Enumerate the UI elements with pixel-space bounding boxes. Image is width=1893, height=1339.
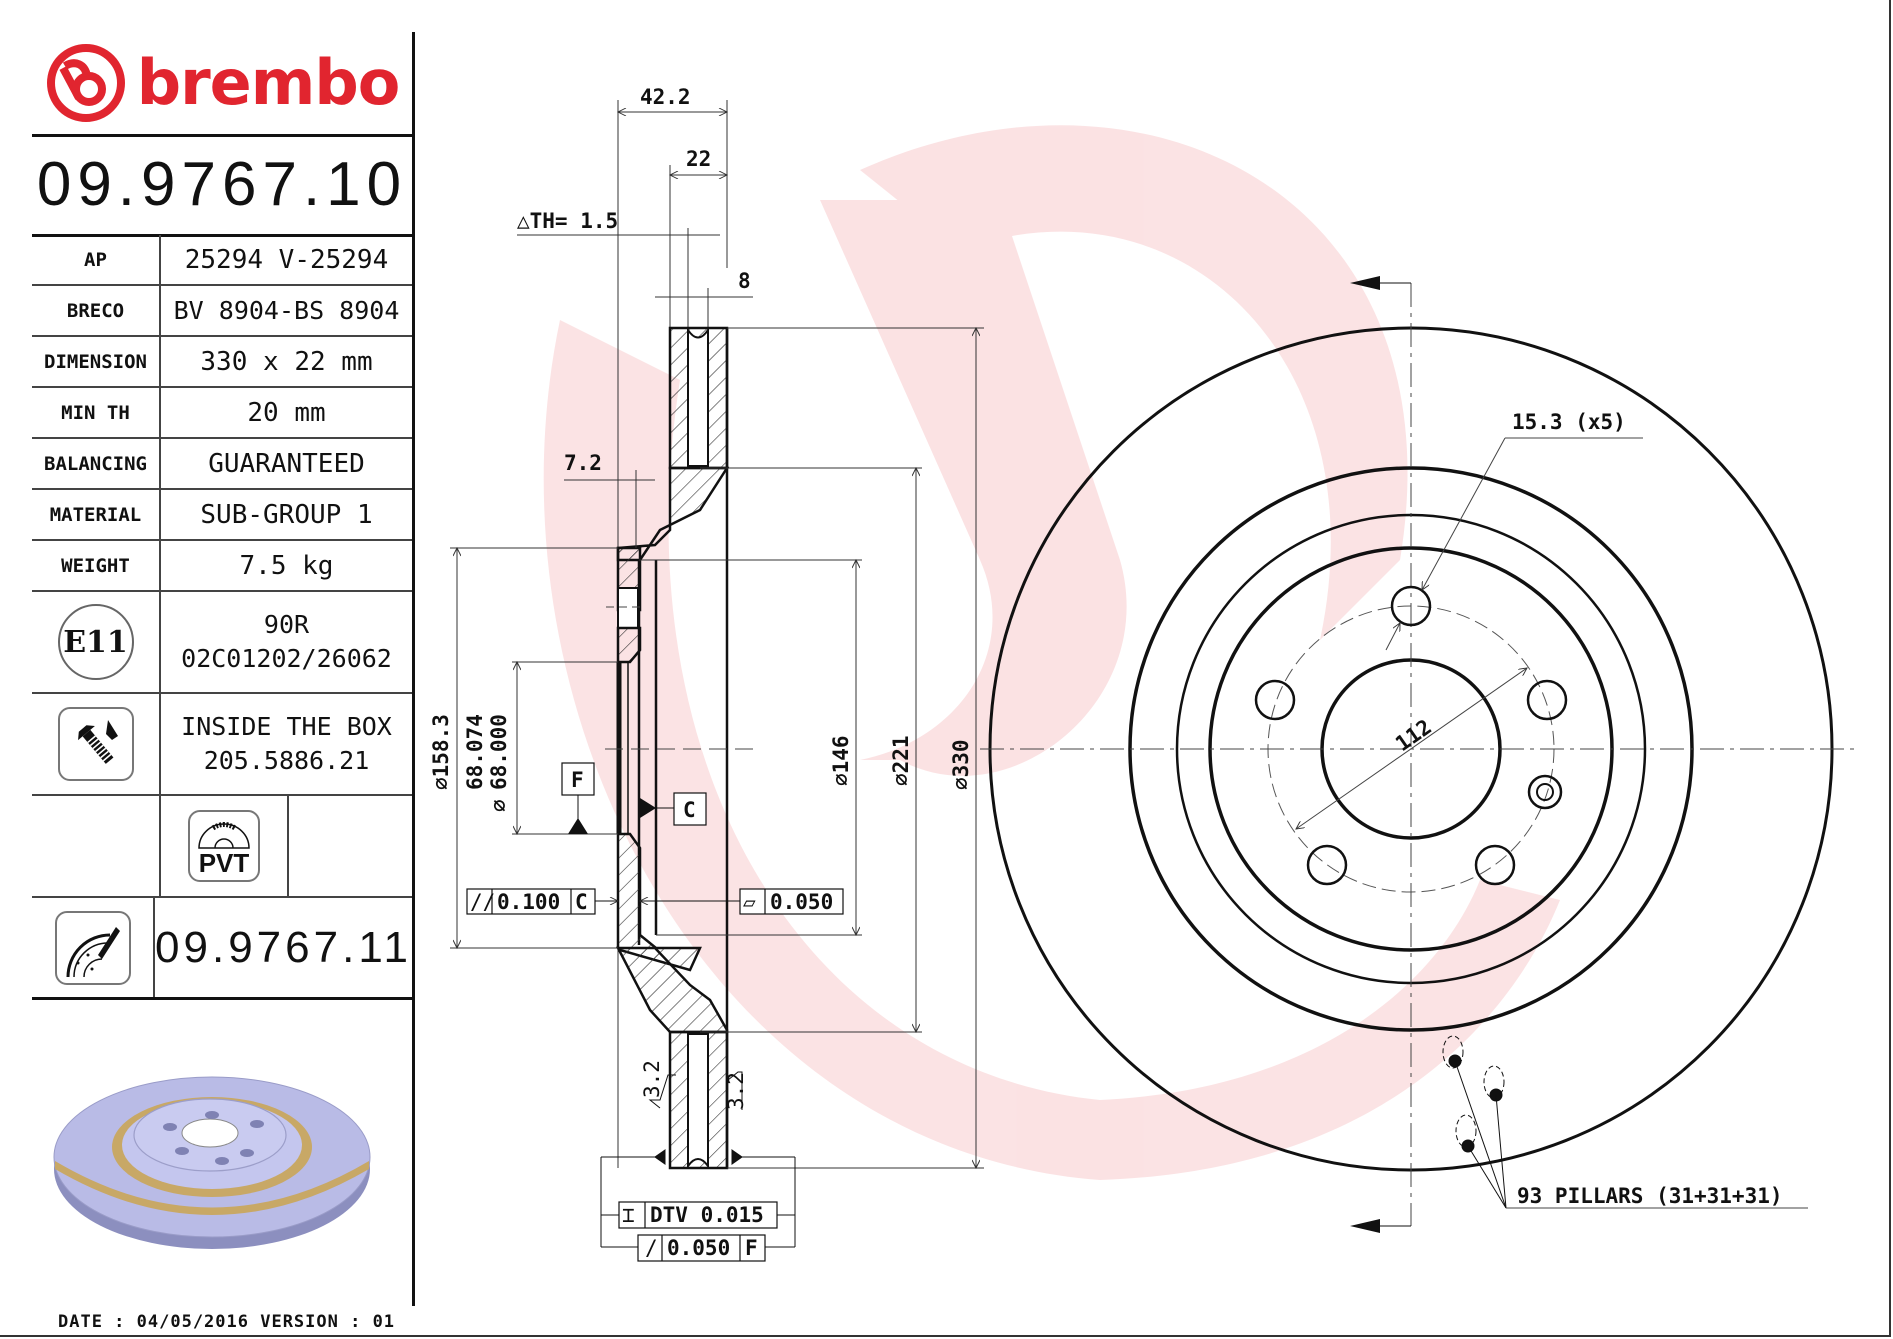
- dim-thickness: 22: [686, 147, 711, 171]
- dim-bore-min: 68.000: [487, 714, 511, 790]
- spec-label: WEIGHT: [32, 541, 161, 590]
- spec-value: 20 mm: [247, 397, 326, 428]
- pillars-label: 93 PILLARS (31+31+31): [1517, 1184, 1783, 1208]
- parallelism-datum: C: [575, 890, 588, 914]
- spec-row-ap: AP 25294 V-25294: [32, 235, 412, 286]
- title-block: brembo 09.9767.10 AP 25294 V-25294 BRECO…: [32, 32, 415, 1306]
- bolt-hole-label: 15.3 (x5): [1512, 410, 1626, 434]
- section-view: [450, 100, 984, 1262]
- datum-f: F: [571, 768, 584, 792]
- parallelism-value: 0.100: [497, 890, 560, 914]
- spec-table: AP 25294 V-25294 BRECO BV 8904-BS 8904 D…: [32, 235, 412, 1000]
- dim-bore-max: 68.074: [463, 714, 487, 790]
- roughness-left: 3.2: [640, 1060, 664, 1098]
- spec-label: DIMENSION: [32, 337, 161, 386]
- roughness-right: 3.2: [724, 1072, 748, 1110]
- alternative-part-number: 09.9767.11: [155, 922, 412, 972]
- dim-bore-symbol: ⌀: [487, 799, 511, 812]
- e11-badge-icon: E11: [57, 604, 134, 680]
- dim-friction-diameter: ⌀221: [889, 735, 913, 786]
- brand-logo: brembo: [32, 32, 412, 137]
- spec-value: 330 x 22 mm: [200, 346, 373, 377]
- runout-datum: F: [745, 1236, 758, 1260]
- spec-label: AP: [32, 235, 161, 284]
- spec-row-min-th: MIN TH 20 mm: [32, 388, 412, 439]
- dim-inner-diameter: ⌀146: [829, 735, 853, 786]
- dim-offset: 7.2: [564, 451, 602, 475]
- spec-label: MATERIAL: [32, 490, 161, 539]
- spec-label: MIN TH: [32, 388, 161, 437]
- datum-c: C: [683, 798, 696, 822]
- dtv-value: DTV 0.015: [650, 1203, 764, 1227]
- spec-label: BRECO: [32, 286, 161, 335]
- dim-hat-diameter: ⌀158.3: [429, 714, 453, 790]
- dtv-symbol: ⌶: [622, 1203, 635, 1227]
- spec-row-material: MATERIAL SUB-GROUP 1: [32, 490, 412, 541]
- pvt-row: PVT: [32, 796, 412, 898]
- pcd-label: 112: [1391, 715, 1436, 756]
- spec-row-breco: BRECO BV 8904-BS 8904: [32, 286, 412, 337]
- screws-row: INSIDE THE BOX 205.5886.21: [32, 694, 412, 796]
- revision-footer: DATE : 04/05/2016 VERSION : 01: [58, 1312, 396, 1332]
- pvt-disc-icon: PVT: [188, 810, 260, 882]
- dim-delta-th: △TH= 1.5: [517, 209, 618, 233]
- screw-icon: [57, 707, 134, 781]
- front-view: [980, 276, 1855, 1233]
- dim-hub-thickness: 8: [738, 269, 751, 293]
- brand-name: brembo: [136, 46, 401, 119]
- runout-value: 0.050: [667, 1236, 730, 1260]
- coated-disc-icon: [54, 910, 131, 985]
- parallelism-symbol: //: [470, 890, 495, 914]
- spec-value: 25294 V-25294: [184, 244, 389, 275]
- homologation-line1: 90R: [263, 610, 310, 639]
- homologation-row: E11 90R 02C01202/26062: [32, 592, 412, 694]
- runout-symbol: /: [645, 1236, 658, 1260]
- spec-value: BV 8904-BS 8904: [173, 296, 400, 325]
- part-number: 09.9767.10: [36, 149, 408, 219]
- disc-3d-render-icon: [53, 1076, 371, 1249]
- dim-outer-diameter: ⌀330: [949, 739, 973, 790]
- spec-row-balancing: BALANCING GUARANTEED: [32, 439, 412, 490]
- alternative-row: 09.9767.11: [32, 898, 412, 1000]
- brembo-logo-icon: [46, 44, 125, 122]
- spec-label: BALANCING: [32, 439, 161, 488]
- flatness-value: 0.050: [770, 890, 833, 914]
- screws-line2: 205.5886.21: [203, 746, 370, 775]
- spec-row-weight: WEIGHT 7.5 kg: [32, 541, 412, 592]
- flatness-symbol: ▱: [743, 890, 756, 914]
- part-number-cell: 09.9767.10: [32, 134, 412, 237]
- pvt-label: PVT: [198, 848, 250, 878]
- homologation-line2: 02C01202/26062: [181, 644, 392, 673]
- disc-render: [32, 998, 412, 1300]
- spec-value: GUARANTEED: [208, 448, 365, 479]
- screws-line1: INSIDE THE BOX: [181, 712, 392, 741]
- dim-overall-height: 42.2: [640, 85, 691, 109]
- spec-value: 7.5 kg: [239, 550, 334, 581]
- spec-value: SUB-GROUP 1: [200, 499, 373, 530]
- spec-row-dimension: DIMENSION 330 x 22 mm: [32, 337, 412, 388]
